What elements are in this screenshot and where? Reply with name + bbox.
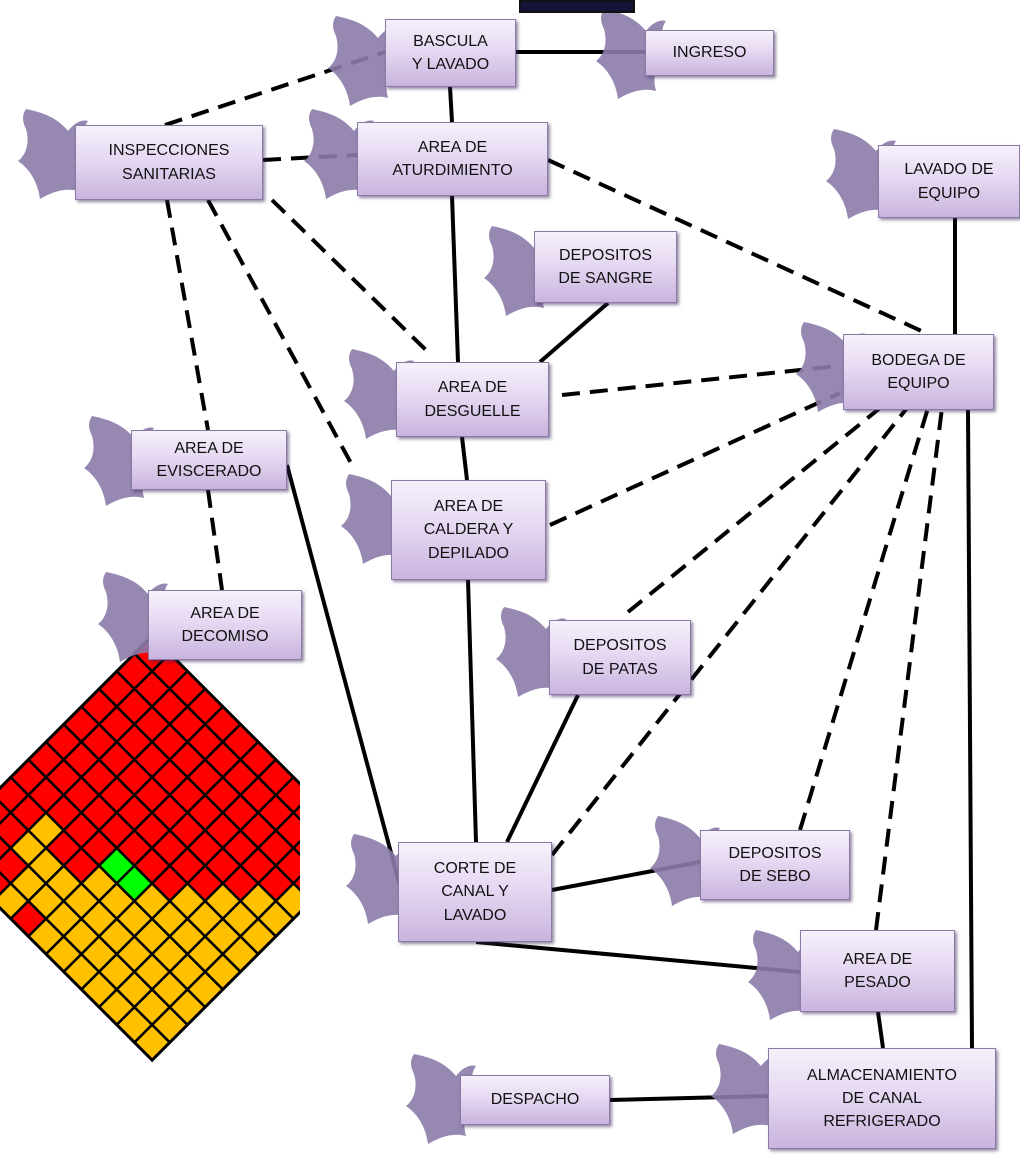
dashed-caldera-bodega: [549, 391, 841, 527]
node-decomiso[interactable]: AREA DE DECOMISO: [148, 590, 302, 660]
node-depositos-sebo[interactable]: DEPOSITOS DE SEBO: [700, 830, 850, 900]
grid-cell: [274, 881, 300, 921]
connector-caldera-corte: [466, 579, 478, 843]
dashed-inspecciones-desguelle-a: [270, 198, 430, 354]
dashed-inspecciones-bascula: [164, 50, 386, 127]
leaf-decoration-icon: [18, 109, 88, 199]
dashed-inspecciones-aturdimiento: [262, 153, 358, 162]
connector-sangre-desguelle: [538, 301, 610, 364]
dashed-eviscerado-decomiso: [206, 489, 224, 591]
leaf-decoration-icon: [304, 109, 374, 199]
node-almacenamiento[interactable]: ALMACENAMIENTO DE CANAL REFRIGERADO: [768, 1048, 996, 1149]
connector-aturdimiento-desguelle: [450, 195, 460, 363]
node-caldera[interactable]: AREA DE CALDERA Y DEPILADO: [391, 480, 546, 580]
leaf-decoration-icon: [328, 16, 398, 106]
dashed-connectors: [164, 50, 944, 931]
node-depositos-sangre[interactable]: DEPOSITOS DE SANGRE: [534, 231, 677, 303]
node-bascula[interactable]: BASCULA Y LAVADO: [385, 19, 516, 87]
heat-map-grid: [0, 633, 300, 1063]
dashed-sebo-bodega: [798, 407, 930, 831]
top-image-fragment: [519, 0, 635, 13]
node-corte[interactable]: CORTE DE CANAL Y LAVADO: [398, 842, 552, 942]
dashed-corte-bodega: [550, 406, 909, 857]
leaf-decoration-icon: [711, 1044, 781, 1134]
node-desguelle[interactable]: AREA DE DESGUELLE: [396, 362, 549, 437]
connector-pesado-almacenamiento: [876, 1011, 885, 1049]
connector-patas-corte: [505, 694, 580, 843]
connector-corte-pesado: [475, 940, 801, 974]
dashed-inspecciones-caldera: [206, 199, 354, 466]
grid-cell: [274, 775, 300, 815]
connector-eviscerado-corte: [285, 464, 403, 891]
leaf-decoration-icon: [496, 607, 566, 697]
node-ingreso[interactable]: INGRESO: [645, 30, 774, 76]
node-despacho[interactable]: DESPACHO: [460, 1075, 610, 1125]
node-lavado-equipo[interactable]: LAVADO DE EQUIPO: [878, 145, 1020, 218]
dashed-desguelle-bodega: [561, 364, 839, 397]
grid-cell: [274, 846, 300, 886]
connector-desguelle-caldera: [460, 436, 469, 481]
dashed-patas-bodega: [626, 406, 882, 614]
connectors: [285, 50, 974, 1102]
node-bodega[interactable]: BODEGA DE EQUIPO: [843, 334, 994, 410]
node-aturdimiento[interactable]: AREA DE ATURDIMIENTO: [357, 122, 548, 196]
node-pesado[interactable]: AREA DE PESADO: [800, 930, 955, 1012]
dashed-inspecciones-eviscerado: [165, 199, 210, 431]
connector-bodega-almacenamiento: [966, 409, 974, 1049]
grid-border: [0, 633, 300, 1063]
node-inspecciones[interactable]: INSPECCIONES SANITARIAS: [75, 125, 263, 200]
leaf-decoration-icon: [406, 1054, 476, 1144]
dashed-aturdimiento-bodega: [547, 158, 929, 336]
dashed-pesado-bodega: [874, 407, 944, 931]
node-depositos-patas[interactable]: DEPOSITOS DE PATAS: [549, 620, 691, 695]
node-eviscerado[interactable]: AREA DE EVISCERADO: [131, 430, 287, 490]
grid-cell: [274, 810, 300, 850]
connector-bascula-aturdimiento: [448, 86, 454, 123]
